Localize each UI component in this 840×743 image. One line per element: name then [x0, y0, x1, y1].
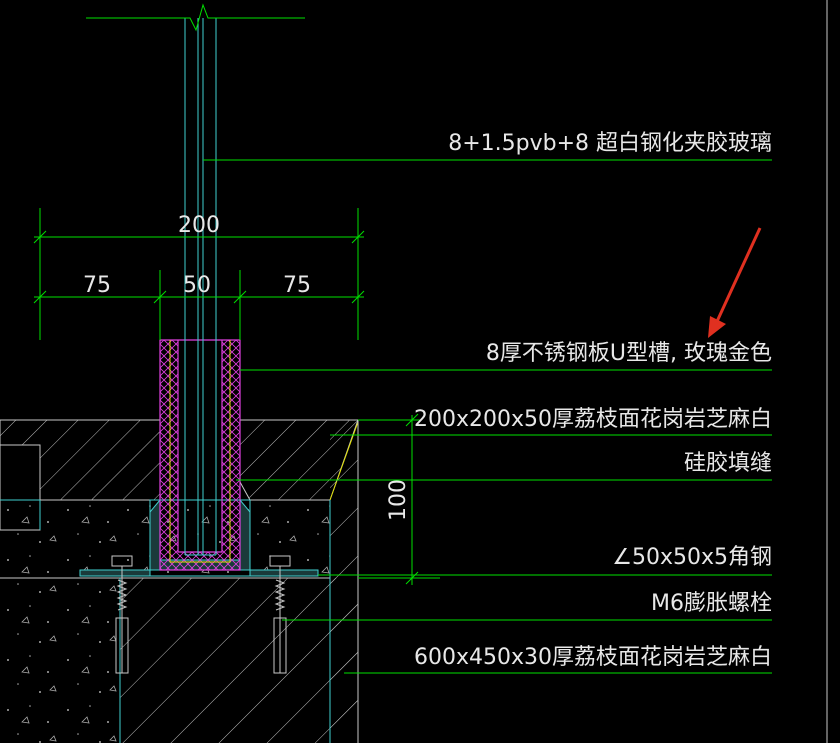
break-line — [86, 3, 305, 32]
leader-lines — [203, 159, 772, 674]
label-granite-top: 200x200x50厚荔枝面花岗岩芝麻白 — [414, 407, 772, 432]
dimension-lines — [33, 208, 440, 585]
dim-left: 75 — [83, 273, 111, 298]
label-glass: 8+1.5pvb+8 超白钢化夹胶玻璃 — [448, 131, 772, 156]
dim-total: 200 — [178, 213, 220, 238]
u-channel — [159, 339, 241, 571]
label-silicone: 硅胶填缝 — [684, 451, 772, 476]
expansion-bolt-left — [111, 555, 133, 674]
dim-middle: 50 — [183, 273, 211, 298]
glass-panel — [184, 18, 217, 556]
expansion-bolt-right — [269, 555, 291, 674]
dim-height: 100 — [386, 479, 411, 521]
granite-base — [0, 420, 359, 743]
label-u-channel: 8厚不锈钢板U型槽, 玫瑰金色 — [486, 341, 772, 366]
label-granite-base: 600x450x30厚荔枝面花岗岩芝麻白 — [414, 645, 772, 670]
label-angle-steel: ∠50x50x5角钢 — [612, 545, 772, 570]
dim-right: 75 — [283, 273, 311, 298]
red-arrow-icon — [708, 227, 762, 338]
structure-outline — [0, 499, 331, 743]
label-bolt: M6膨胀螺栓 — [651, 591, 772, 616]
